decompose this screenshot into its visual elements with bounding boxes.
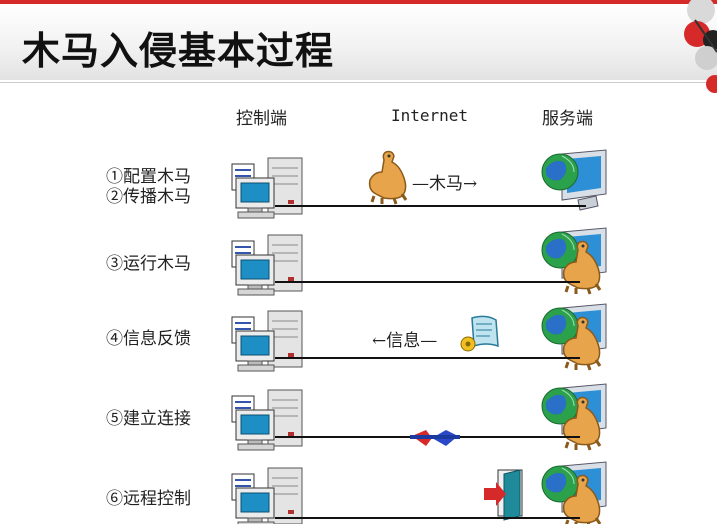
info-scroll-icon xyxy=(460,315,499,352)
trojan-horse-icon xyxy=(368,150,408,206)
slide-header: 木马入侵基本过程 xyxy=(0,4,717,80)
decorative-circles-icon xyxy=(684,0,717,93)
column-header-client: 控制端 xyxy=(236,109,287,129)
slide-title: 木马入侵基本过程 xyxy=(22,29,335,73)
connection-link-icon xyxy=(410,430,460,446)
step-label-1: ①配置木马 xyxy=(106,167,191,187)
door-entry-icon xyxy=(484,469,523,521)
client-computer-icon xyxy=(231,234,303,296)
client-computer-icon xyxy=(231,157,303,219)
client-computer-icon xyxy=(231,389,303,451)
arrow-label-trojan: —木马→ xyxy=(412,174,478,194)
arrow-label-info: ←信息— xyxy=(372,331,438,351)
client-computer-icon xyxy=(231,310,303,372)
step-label-5: ⑤建立连接 xyxy=(106,409,191,429)
column-header-server: 服务端 xyxy=(542,109,593,129)
step-label-2: ②传播木马 xyxy=(106,187,191,207)
header-divider xyxy=(0,82,717,83)
client-computer-icon xyxy=(231,467,303,524)
step-label-6: ⑥远程控制 xyxy=(106,489,191,509)
step-label-3: ③运行木马 xyxy=(106,254,191,274)
top-accent-bar xyxy=(0,0,717,4)
step-label-4: ④信息反馈 xyxy=(106,329,191,349)
column-header-internet: Internet xyxy=(391,106,469,125)
server-computer-icon xyxy=(541,149,607,211)
